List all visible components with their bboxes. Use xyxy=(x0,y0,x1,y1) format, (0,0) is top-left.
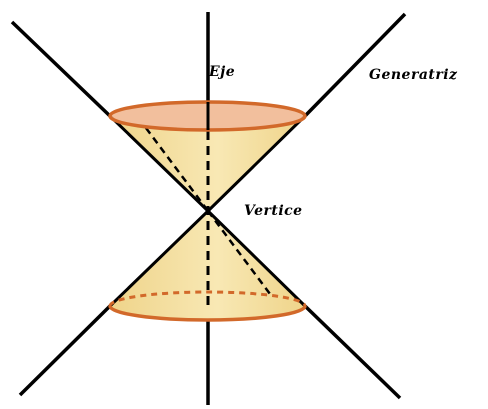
vertex-label: Vertice xyxy=(244,203,303,219)
cone-edge-left-upper xyxy=(108,114,210,213)
generatrix-line-right-to-left-upper xyxy=(303,12,407,118)
generatrix-label: Generatriz xyxy=(369,67,458,83)
lower-rim-front xyxy=(108,305,307,322)
cone-edge-right-lower xyxy=(206,209,307,308)
vertex-point xyxy=(205,208,211,214)
generatrix-line-left-to-right-lower xyxy=(303,304,402,400)
hidden-generatrix-lower xyxy=(206,210,272,295)
cone-edge-left-lower xyxy=(108,209,210,308)
axis-label: Eje xyxy=(209,64,236,80)
generatrix-line-right-to-left-lower xyxy=(18,304,112,397)
cone-edge-right-upper xyxy=(206,114,307,213)
lower-rim-back xyxy=(108,290,307,307)
hidden-generatrix-upper xyxy=(144,127,210,212)
generatrix-line-left-to-right xyxy=(10,20,112,118)
